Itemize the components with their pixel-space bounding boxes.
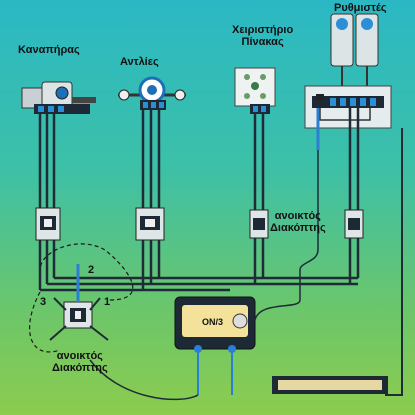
label-control-panel: Χειριστήριο Πίνακας (232, 24, 294, 48)
label-open-switch-bottom: ανοικτός Διακόπτης (52, 350, 108, 374)
motor-icon (21, 81, 96, 114)
meter-display-text: ON/3 (202, 317, 224, 327)
terminal-3-label: 3 (40, 296, 47, 308)
multimeter-icon (174, 296, 256, 395)
label-regulators: Ρυθμιστές (334, 2, 387, 14)
breaker-icon (35, 207, 364, 241)
pump-icon (118, 76, 186, 110)
heater-icon (272, 376, 388, 394)
label-motor: Καναπήρας (18, 44, 80, 56)
selector-switch-icon (49, 264, 109, 341)
wire-bundle (38, 108, 360, 292)
label-pumps: Αντλίες (120, 56, 159, 68)
terminal-2-label: 2 (88, 264, 95, 276)
probe-wire (254, 108, 319, 321)
dashed-loop (29, 243, 134, 353)
label-open-switch-top: ανοικτός Διακόπτης (270, 210, 326, 234)
terminal-1-label: 1 (104, 296, 111, 308)
control-panel-icon (234, 67, 276, 114)
